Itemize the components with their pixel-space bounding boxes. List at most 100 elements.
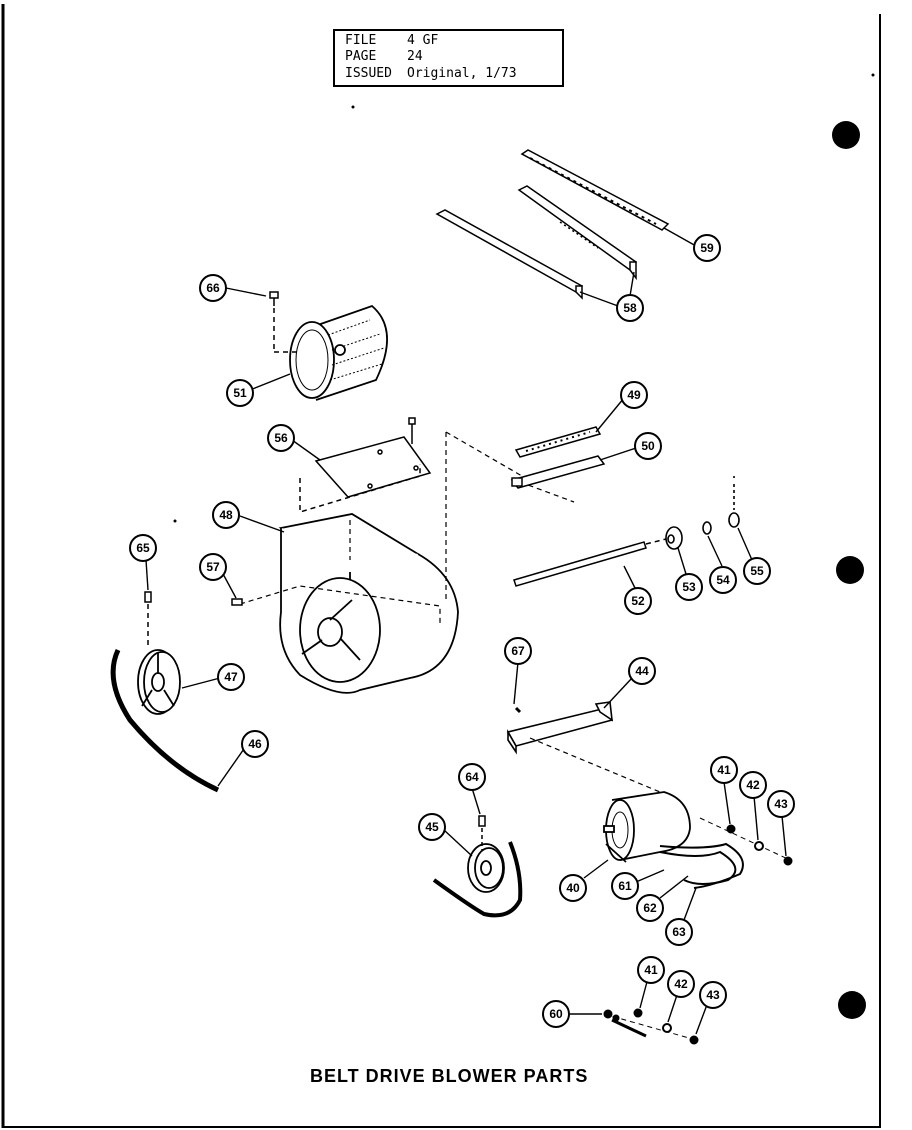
setscrew-55-part xyxy=(728,476,740,528)
binder-hole-bottom xyxy=(838,991,866,1019)
callout-49: 49 xyxy=(620,381,648,409)
rail-59-part xyxy=(520,149,670,231)
callout-60: 60 xyxy=(542,1000,570,1028)
page-value: 24 xyxy=(407,49,423,64)
callout-66-label: 66 xyxy=(206,281,220,295)
callout-40: 40 xyxy=(559,874,587,902)
callout-49-label: 49 xyxy=(627,388,641,402)
issued-value: Original, 1/73 xyxy=(407,66,517,81)
callout-57: 57 xyxy=(199,553,227,581)
belt-46-part xyxy=(110,648,220,793)
callout-43-upper: 43 xyxy=(767,790,795,818)
callout-63-label: 63 xyxy=(672,925,686,939)
callout-42-lower-label: 42 xyxy=(674,977,688,991)
callout-67: 67 xyxy=(504,637,532,665)
set-screw-66 xyxy=(269,291,300,353)
collar-54-part xyxy=(702,521,712,535)
callout-58: 58 xyxy=(616,294,644,322)
callout-46: 46 xyxy=(241,730,269,758)
callout-41-lower: 41 xyxy=(637,956,665,984)
callout-59: 59 xyxy=(693,234,721,262)
motor-cords-61-62-63 xyxy=(659,842,744,889)
bracket-50-part xyxy=(510,455,606,489)
callout-66: 66 xyxy=(199,274,227,302)
callout-44: 44 xyxy=(628,657,656,685)
hardware-60-41-42-43-lower xyxy=(603,1008,699,1045)
callout-54: 54 xyxy=(709,566,737,594)
issued-label: ISSUED xyxy=(345,66,392,81)
screw-64 xyxy=(478,815,486,850)
rail-58-lower-part xyxy=(435,209,584,300)
stray-dot xyxy=(173,519,177,523)
callout-45-label: 45 xyxy=(425,820,439,834)
callout-65: 65 xyxy=(129,534,157,562)
callout-50-label: 50 xyxy=(641,439,655,453)
callout-61: 61 xyxy=(611,872,639,900)
callout-41-lower-label: 41 xyxy=(644,963,658,977)
stray-dot xyxy=(871,73,875,77)
callout-47: 47 xyxy=(217,663,245,691)
bolt-57 xyxy=(231,598,243,606)
callout-41-upper: 41 xyxy=(710,756,738,784)
callout-43-upper-label: 43 xyxy=(774,797,788,811)
screw-65 xyxy=(144,591,152,648)
motor-40-part xyxy=(603,791,691,863)
callout-64-label: 64 xyxy=(465,770,479,784)
callout-52-label: 52 xyxy=(631,594,645,608)
motor-base-44-part xyxy=(506,701,614,755)
bearing-53-part xyxy=(665,526,683,550)
callout-56-label: 56 xyxy=(274,431,288,445)
blower-wheel-part xyxy=(289,304,388,401)
callout-59-label: 59 xyxy=(700,241,714,255)
rail-58-upper-part xyxy=(517,185,638,281)
callout-48: 48 xyxy=(212,501,240,529)
pulley-47-part xyxy=(137,649,181,715)
diagram-caption: BELT DRIVE BLOWER PARTS xyxy=(310,1066,589,1086)
binder-hole-middle xyxy=(836,556,864,584)
bracket-49-part xyxy=(514,426,602,458)
callout-60-label: 60 xyxy=(549,1007,563,1021)
callout-58-label: 58 xyxy=(623,301,637,315)
callout-45: 45 xyxy=(418,813,446,841)
callout-48-label: 48 xyxy=(219,508,233,522)
callout-62-label: 62 xyxy=(643,901,657,915)
callout-41-upper-label: 41 xyxy=(717,763,731,777)
callout-44-label: 44 xyxy=(635,664,649,678)
callout-55: 55 xyxy=(743,557,771,585)
callout-47-label: 47 xyxy=(224,670,238,684)
callout-63: 63 xyxy=(665,918,693,946)
file-label: FILE xyxy=(345,33,377,48)
motor-alignment-line xyxy=(529,737,661,793)
motor-belt-part xyxy=(432,841,523,918)
cutoff-plate-56-part xyxy=(299,417,432,514)
hardware-41-42-43-upper xyxy=(699,817,793,866)
callout-67-label: 67 xyxy=(511,644,525,658)
callout-61-label: 61 xyxy=(618,879,632,893)
callout-42-upper: 42 xyxy=(739,771,767,799)
callout-62: 62 xyxy=(636,894,664,922)
file-row: FILE 4 GF xyxy=(345,34,438,48)
callout-57-label: 57 xyxy=(206,560,220,574)
issued-row: ISSUED Original, 1/73 xyxy=(345,67,517,81)
leader-lines xyxy=(145,227,787,1035)
callout-43-lower-label: 43 xyxy=(706,988,720,1002)
callout-55-label: 55 xyxy=(750,564,764,578)
stray-dot xyxy=(351,105,355,109)
callout-43-lower: 43 xyxy=(699,981,727,1009)
motor-pulley-45-part xyxy=(467,843,505,893)
callout-56: 56 xyxy=(267,424,295,452)
callout-64: 64 xyxy=(458,763,486,791)
callout-42-upper-label: 42 xyxy=(746,778,760,792)
shaft-52-part xyxy=(513,537,671,587)
callout-53: 53 xyxy=(675,573,703,601)
blower-housing-part xyxy=(239,431,575,694)
callout-53-label: 53 xyxy=(682,580,696,594)
callout-65-label: 65 xyxy=(136,541,150,555)
binder-hole-top xyxy=(832,121,860,149)
file-value: 4 GF xyxy=(407,33,439,48)
callout-42-lower: 42 xyxy=(667,970,695,998)
